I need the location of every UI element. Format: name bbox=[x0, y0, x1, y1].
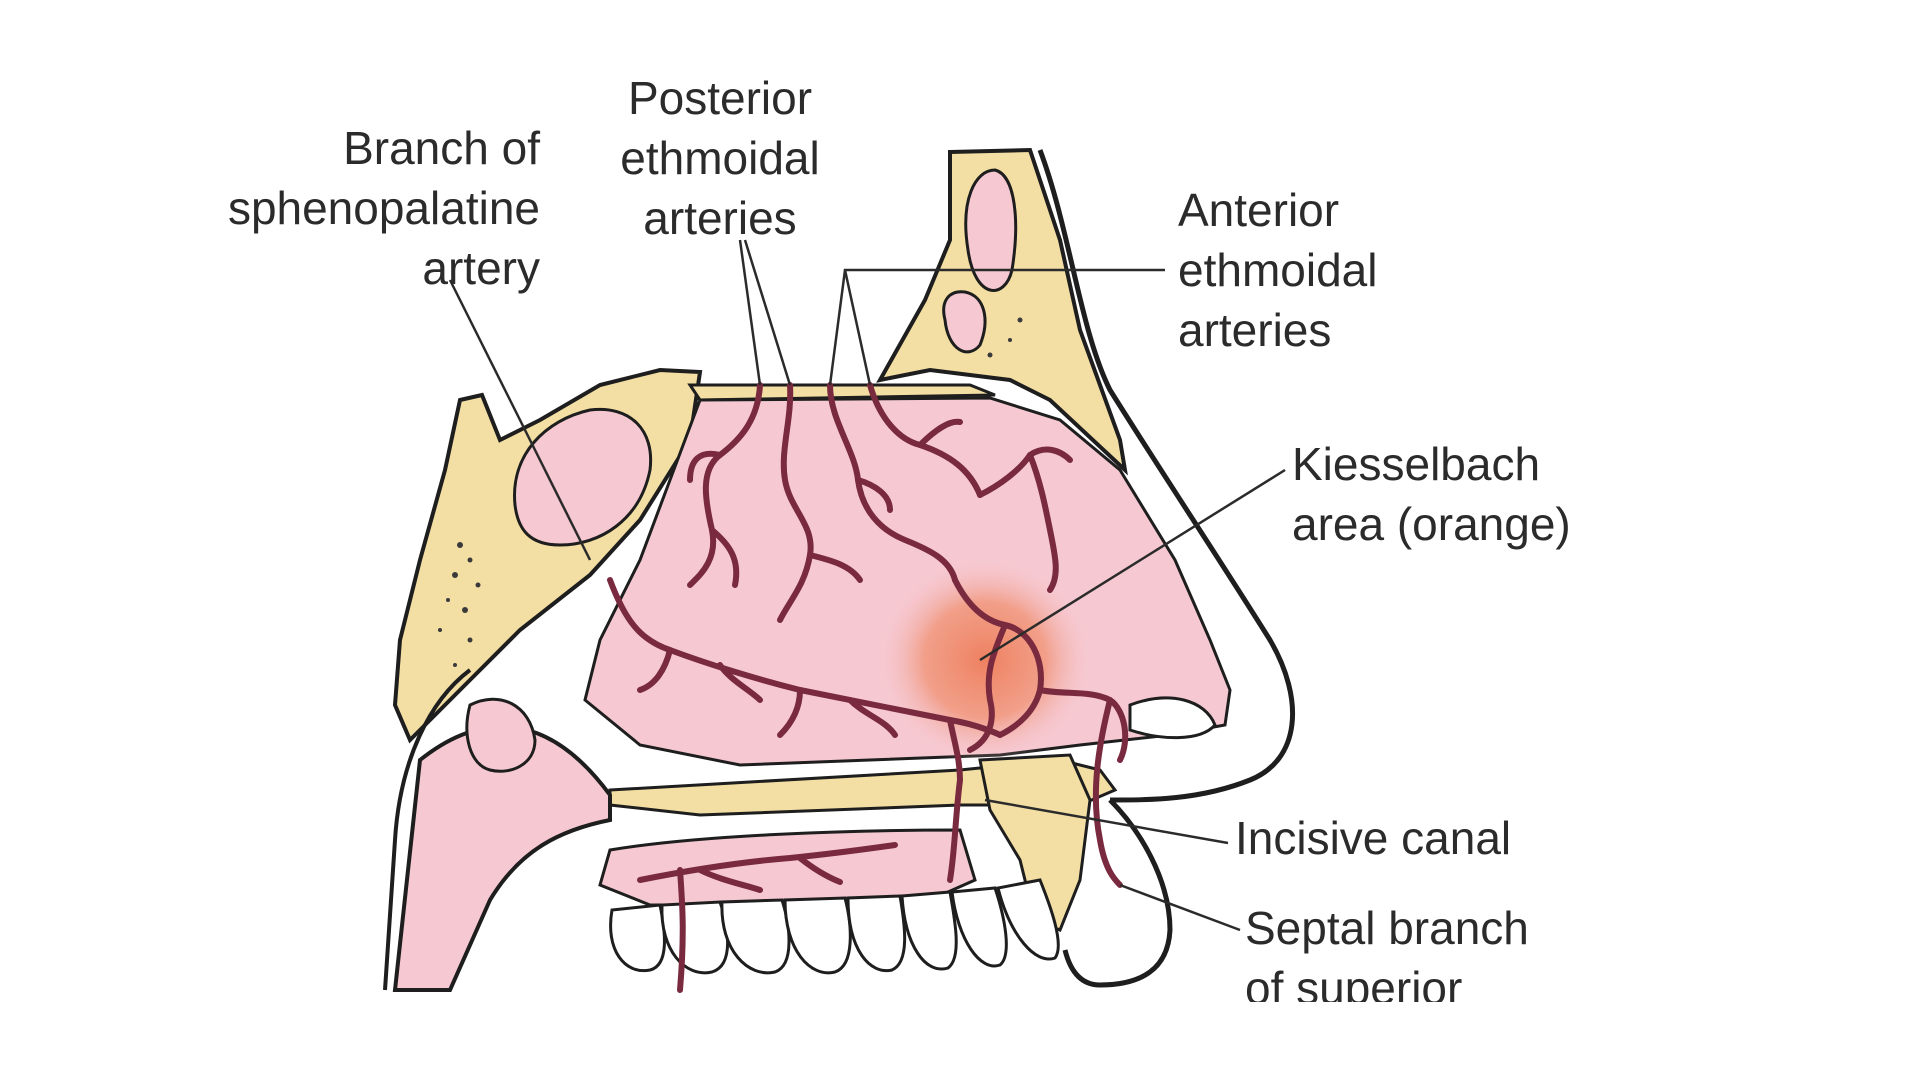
label-posterior-ethmoidal-arteries: Posterior ethmoidal arteries bbox=[620, 72, 820, 244]
label-anterior-ethmoidal-arteries: Anterior ethmoidal arteries bbox=[1178, 184, 1378, 356]
tooth bbox=[609, 903, 666, 973]
leader-sphenopalatine bbox=[448, 279, 592, 561]
leader-septal-branch bbox=[1119, 883, 1241, 932]
anterior-ethmoidal-artery bbox=[827, 382, 958, 583]
bottom-crop-band bbox=[0, 1002, 1920, 1080]
eustachian-tube bbox=[465, 697, 537, 773]
bone-speckles bbox=[438, 317, 1047, 815]
label-branch-of-sphenopalatine-artery: Branch of sphenopalatine artery bbox=[227, 122, 540, 294]
kiesselbach-area bbox=[875, 555, 1095, 765]
septal-branch-superior-labial bbox=[1092, 697, 1123, 888]
posterior-ethmoidal-artery bbox=[687, 382, 763, 588]
sphenoid-sinus bbox=[513, 407, 653, 547]
pharynx-wall bbox=[383, 668, 472, 991]
label-incisive-canal: Incisive canal bbox=[1235, 812, 1512, 864]
leader-incisive-canal bbox=[984, 798, 1229, 845]
tooth bbox=[783, 896, 852, 975]
leader-kiesselbach bbox=[979, 468, 1286, 662]
maxilla-front bbox=[978, 753, 1092, 932]
frontal-sinus bbox=[964, 168, 1018, 292]
tooth bbox=[720, 898, 791, 975]
tooth bbox=[996, 878, 1060, 961]
leader-anterior-ethmoidal-2 bbox=[843, 269, 872, 386]
cribriform-plate bbox=[687, 383, 996, 402]
label-kiesselbach-area: Kiesselbach area (orange) bbox=[1292, 438, 1571, 550]
tooth bbox=[950, 886, 1008, 968]
incisive-artery bbox=[947, 777, 963, 883]
leader-lines bbox=[448, 239, 1286, 932]
label-septal-branch: Septal branch of superior bbox=[1245, 902, 1529, 1008]
kiesselbach-plexus bbox=[952, 577, 1044, 738]
leader-posterior-ethmoidal-1 bbox=[738, 239, 762, 386]
upper-lip bbox=[1062, 798, 1173, 988]
arteries bbox=[607, 382, 1129, 993]
tooth bbox=[846, 894, 907, 973]
frontal-sinus-lower bbox=[942, 290, 987, 354]
nasal-bone bbox=[876, 147, 1128, 476]
tooth bbox=[900, 890, 958, 971]
teeth-row bbox=[609, 878, 1060, 975]
nose-outline bbox=[1037, 149, 1296, 803]
nostril bbox=[1128, 696, 1217, 740]
leader-posterior-ethmoidal-2 bbox=[743, 239, 792, 386]
tooth bbox=[660, 900, 730, 975]
